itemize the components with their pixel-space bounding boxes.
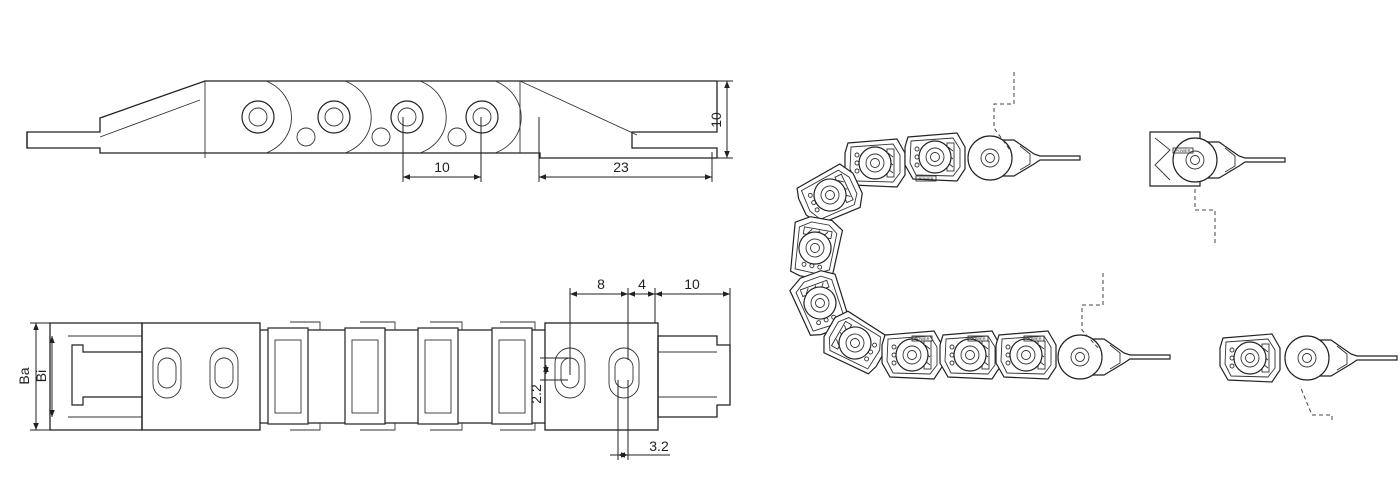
dimension-widths: Ba Bi bbox=[16, 322, 56, 431]
top-view-crossbars bbox=[260, 321, 545, 431]
label-outer-width: Ba bbox=[16, 367, 32, 384]
brand-tag-4: POWER bbox=[918, 176, 933, 181]
dim-b-label: 4 bbox=[638, 276, 646, 292]
brand-tag-1: POWER bbox=[914, 336, 929, 341]
chain-assembly-view: POWER POWER POWER POWER bbox=[785, 72, 1171, 380]
dim-hole-height-label: 2.2 bbox=[528, 384, 544, 404]
dim-pitch-label: 10 bbox=[434, 159, 450, 175]
end-bracket-view-top: POWER bbox=[1149, 131, 1286, 243]
side-view: 10 23 10 bbox=[26, 80, 733, 182]
side-link-joints bbox=[241, 80, 522, 154]
label-inner-width: Bi bbox=[33, 370, 49, 382]
dimension-height: 10 bbox=[708, 80, 733, 159]
dimension-end-length: 23 bbox=[538, 117, 713, 182]
dimension-pitch: 10 bbox=[402, 117, 482, 182]
brand-tag-5: POWER bbox=[1175, 148, 1190, 153]
dim-a-label: 8 bbox=[597, 276, 605, 292]
dim-hole-width-label: 3.2 bbox=[649, 438, 669, 454]
brand-tags: POWER POWER POWER POWER bbox=[911, 175, 1045, 342]
top-view: Ba Bi 8 4 10 2.2 3.2 bbox=[16, 276, 731, 460]
dimension-top-row: 8 4 10 bbox=[569, 276, 731, 375]
brand-tag-3: POWER bbox=[1026, 336, 1041, 341]
dimension-hole: 2.2 3.2 bbox=[528, 357, 670, 460]
brand-tag-2: POWER bbox=[970, 336, 985, 341]
end-bracket-view-bottom bbox=[1219, 333, 1398, 420]
dim-c-label: 10 bbox=[684, 276, 700, 292]
dim-height-label: 10 bbox=[708, 112, 724, 128]
dim-end-length-label: 23 bbox=[613, 159, 629, 175]
